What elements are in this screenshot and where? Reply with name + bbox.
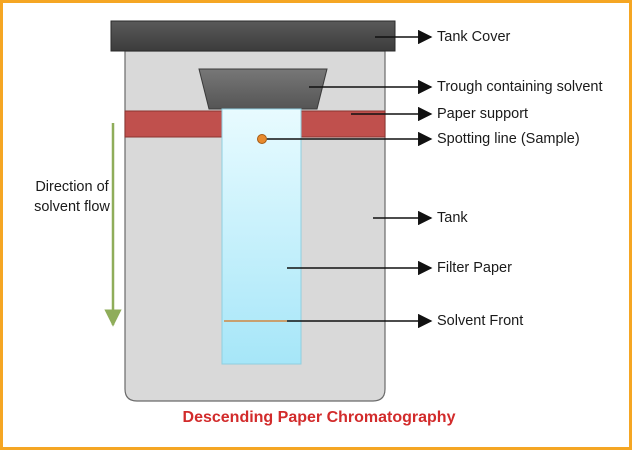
tank-cover: [110, 20, 396, 52]
solvent-trough: [198, 68, 328, 110]
label-spotting-line: Spotting line (Sample): [437, 131, 580, 147]
label-filter-paper: Filter Paper: [437, 260, 512, 276]
flow-note-line-1: Direction of: [35, 179, 109, 195]
label-tank-cover: Tank Cover: [437, 29, 511, 45]
diagram-canvas: [104, 20, 433, 402]
flow-direction-note: Direction of solvent flow: [17, 177, 127, 217]
diagram-title: Descending Paper Chromatography: [182, 409, 456, 426]
sample-spot: [257, 134, 267, 144]
filter-paper: [221, 108, 302, 365]
flow-note-line-2: solvent flow: [34, 199, 110, 215]
label-paper-support: Paper support: [437, 106, 529, 122]
label-trough: Trough containing solvent: [437, 79, 603, 95]
label-solvent-front: Solvent Front: [437, 313, 524, 329]
label-tank: Tank: [437, 210, 468, 226]
